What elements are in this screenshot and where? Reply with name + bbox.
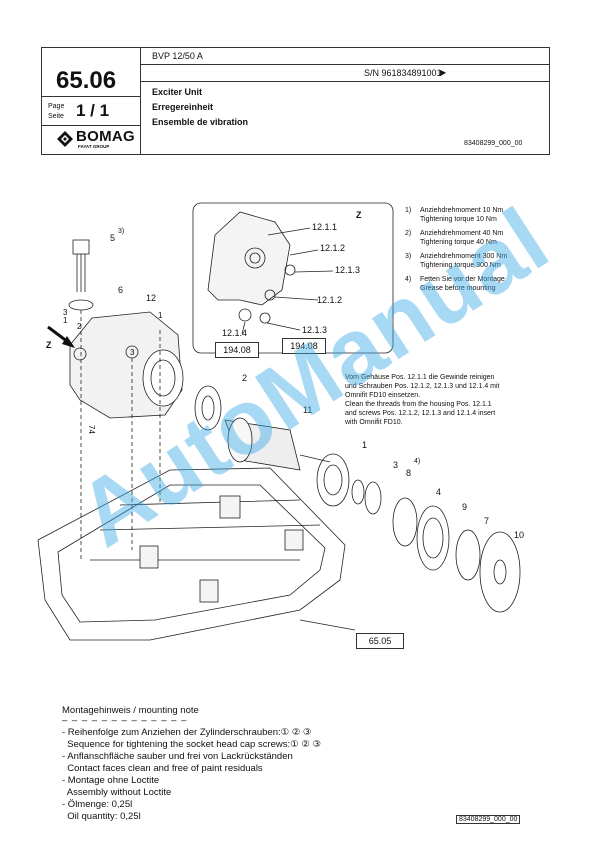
mounting-line: Assembly without Loctite [62,787,172,798]
bomag-logo [56,130,74,153]
clean-note-line: und Schrauben Pos. 12.1.2, 12.1.3 und 12… [345,383,500,390]
callout-label: 3 [393,460,399,470]
serial-number: S/N 961834891001 [364,68,442,78]
logo-text: BOMAG [76,128,135,145]
logo-subtext: FAYAT GROUP [78,144,110,149]
note-de: Fetten Sie vor der Montage [420,276,505,283]
callout-label: 10 [514,530,525,540]
doc-id: 83408299_000_00 [464,140,523,147]
note-num: 4) [405,276,412,283]
callout-label: 3 [63,308,68,317]
z-view-arrow-icon [47,325,75,348]
callout-label: 4 [436,487,442,497]
clean-note-line: Clean the threads from the housing Pos. … [345,401,492,408]
header-box: 65.06 Page Seite 1 / 1 BOMAG FAYAT GROUP… [41,47,550,155]
ref-box: 65.05 [356,633,404,649]
callout-label: 4) [414,458,421,465]
callout-label: 2 [77,322,82,331]
mounting-line: - Ölmenge: 0,25l [62,799,133,810]
callout-label: 1 [158,311,163,320]
note-num: 2) [405,230,412,237]
footer-doc-id: 83408299_000_00 [456,815,521,824]
mounting-divider: – – – – – – – – – – – – – [62,715,188,726]
callout-label: 3 [130,348,135,357]
note-num: 1) [405,207,412,214]
model-name: BVP 12/50 A [152,51,203,61]
detail-part-label: 12.1.2 [317,295,343,305]
callout-label: Z [46,340,52,350]
callout-label: 6 [118,285,124,295]
callout-label: 11 [303,405,313,415]
callout-label: 3) [118,228,125,235]
page-count: 1 / 1 [76,101,110,120]
detail-part-label: 12.1.2 [320,243,346,253]
note-de: Anziehdrehmoment 10 Nm [420,207,504,214]
callout-label: 1 [63,316,68,325]
note-de: Anziehdrehmoment 40 Nm [420,230,504,237]
detail-part-label: 12.1.3 [335,265,361,275]
serial-arrow-icon: ▶ [440,68,447,77]
title-de: Erregereinheit [152,102,214,112]
callout-label: 7 [484,516,490,526]
bomag-logo-icon [57,131,73,147]
detail-part-label: 12.1.3 [302,325,328,335]
callout-label: 8 [406,468,412,478]
detail-ref-box: 194.08 [282,338,326,354]
callout-label: 74 [86,425,96,434]
title-en: Exciter Unit [152,87,203,97]
mounting-line: Oil quantity: 0,25l [62,811,141,822]
detail-part-label: 12.1.4 [222,328,248,338]
callout-label: 9 [462,502,468,512]
seite-label: Seite [48,113,64,120]
note-en: Tightening torque 40 Nm [420,239,497,246]
clean-note: Vom Gehäuse Pos. 12.1.1 die Gewinde rein… [345,373,500,427]
clean-note-line: and screws Pos. 12.1.2, 12.1.3 and 12.1.… [345,410,496,417]
note-en: Tightening torque 10 Nm [420,216,497,223]
callout-label: 1 [362,440,368,450]
detail-part-label: 12.1.1 [312,222,338,232]
exploded-drawing [37,202,521,641]
callout-label: 2 [242,373,248,383]
note-de: Anziehdrehmoment 300 Nm [420,253,508,260]
note-en: Grease before mounting [420,285,496,292]
clean-note-line: Vom Gehäuse Pos. 12.1.1 die Gewinde rein… [345,374,495,381]
clean-note-line: with Omnifit FD10. [345,419,403,426]
mounting-line: - Montage ohne Loctite [62,775,160,786]
detail-ref-box: 194.08 [215,342,259,358]
note-en: Tightening torque 300 Nm [420,262,501,269]
detail-view-label: Z [356,210,362,220]
mounting-line: Sequence for tightening the socket head … [62,739,321,750]
mounting-line: - Reihenfolge zum Anziehen der Zylinders… [62,727,312,738]
mounting-heading: Montagehinweis / mounting note [62,705,199,716]
page-label: Page [48,103,65,110]
title-fr: Ensemble de vibration [152,117,249,127]
mounting-line: Contact faces clean and free of paint re… [62,763,263,774]
callout-label: 12 [146,293,157,303]
note-num: 3) [405,253,412,260]
page-number: 65.06 [56,67,117,94]
mounting-line: - Anflanschfläche sauber und frei von La… [62,751,293,762]
clean-note-line: Omnifit FD10 einsetzen. [345,392,421,399]
callout-label: 5 [110,233,116,243]
